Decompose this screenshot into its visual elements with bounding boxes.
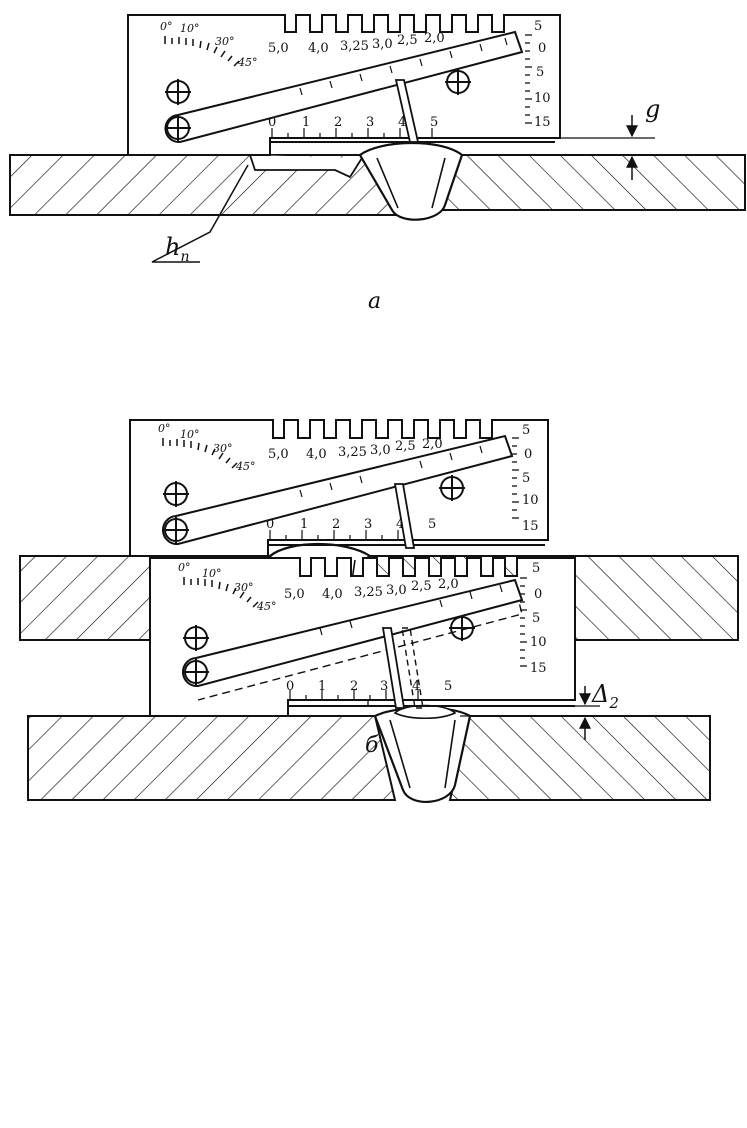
gap-scale-label: 3,25 <box>338 445 367 460</box>
gap-scale-label: 2,5 <box>397 33 418 48</box>
plate-right <box>428 154 746 211</box>
ruler-label: 2 <box>350 679 358 694</box>
gauge-pointer <box>394 79 420 143</box>
gap-scale-label: 5,0 <box>268 447 289 462</box>
angle-label: 45° <box>256 600 277 613</box>
height-scale-label: 5 <box>536 65 544 80</box>
angle-label: 0° <box>178 561 191 574</box>
height-scale-label: 5 <box>522 471 530 486</box>
screw-icon <box>183 625 209 651</box>
gap-scale-label: 4,0 <box>322 587 343 602</box>
panel-a: 0 1 2 3 4 5 0° 10° 30° 45° 5,0 4,0 3,25 … <box>9 14 746 314</box>
screw-icon <box>445 69 471 95</box>
dim-h-label: hп <box>165 233 190 265</box>
ruler-label: 2 <box>332 517 340 532</box>
gap-scale-label: 4,0 <box>308 41 329 56</box>
dim-g-label: g <box>645 95 660 123</box>
angle-label: 0° <box>160 20 173 33</box>
dim-delta-label: Δ2 <box>591 680 619 712</box>
ruler-label: 4 <box>412 679 420 694</box>
angle-label: 30° <box>213 442 233 455</box>
ruler-label: 4 <box>396 517 404 532</box>
gap-scale-label: 3,25 <box>354 585 383 600</box>
gap-scale-label: 2,5 <box>395 439 416 454</box>
height-scale-label: 10 <box>522 493 539 508</box>
gap-scale-label: 2,5 <box>411 579 432 594</box>
height-scale-label: 15 <box>534 115 551 130</box>
ruler-label: 2 <box>334 115 342 130</box>
height-scale-label: 0 <box>538 41 546 56</box>
angle-label: 10° <box>180 22 200 35</box>
gauge-arm <box>164 30 524 144</box>
height-scale-label: 0 <box>534 587 542 602</box>
panel-c: 0 1 2 3 4 5 0° 10° 30° 45° 5,0 4,0 3,25 … <box>27 557 711 804</box>
gap-scale-label: 2,0 <box>424 31 445 46</box>
ruler-label: 5 <box>428 517 436 532</box>
screw-icon <box>439 475 465 501</box>
ruler-label: 0 <box>266 517 274 532</box>
screw-icon <box>449 615 475 641</box>
angle-label: 45° <box>235 460 256 473</box>
gap-scale-label: 2,0 <box>438 577 459 592</box>
ruler-label: 0 <box>286 679 294 694</box>
undercut <box>249 154 363 179</box>
height-scale-label: 10 <box>530 635 547 650</box>
angle-label: 10° <box>180 428 200 441</box>
gap-scale-label: 3,0 <box>370 443 391 458</box>
gap-scale-label: 4,0 <box>306 447 327 462</box>
height-scale-label: 15 <box>522 519 539 534</box>
ruler-label: 0 <box>268 115 276 130</box>
ruler-label: 4 <box>398 115 406 130</box>
screw-icon <box>165 115 191 141</box>
height-scale-label: 5 <box>522 423 530 438</box>
height-scale-label: 15 <box>530 661 547 676</box>
angle-label: 10° <box>202 567 222 580</box>
gauge-pointer <box>393 483 416 549</box>
screw-icon <box>165 79 191 105</box>
ruler-label: 5 <box>444 679 452 694</box>
angle-label: 45° <box>237 56 258 69</box>
height-scale-label: 5 <box>532 611 540 626</box>
gap-scale-label: 3,0 <box>386 583 407 598</box>
angle-label: 0° <box>158 422 171 435</box>
plate-right <box>448 715 711 801</box>
gap-scale-label: 3,0 <box>372 37 393 52</box>
angle-label: 30° <box>215 35 235 48</box>
caption-a: а <box>368 289 381 314</box>
gap-scale-label: 5,0 <box>268 41 289 56</box>
ruler-label: 1 <box>302 115 310 130</box>
height-scale-label: 0 <box>524 447 532 462</box>
gap-scale-label: 5,0 <box>284 587 305 602</box>
height-scale-label: 5 <box>532 561 540 576</box>
gap-scale-label: 2,0 <box>422 437 443 452</box>
screw-icon <box>183 659 209 685</box>
ruler-label: 3 <box>366 115 374 130</box>
gauge-pointer <box>381 627 406 709</box>
ruler-label: 1 <box>300 517 308 532</box>
height-scale-label: 5 <box>534 19 542 34</box>
ruler-label: 1 <box>318 679 326 694</box>
height-scale-label: 10 <box>534 91 551 106</box>
weld-seam <box>358 141 464 221</box>
gauge-arm <box>181 578 524 688</box>
angle-label: 30° <box>234 581 254 594</box>
ruler-label: 3 <box>380 679 388 694</box>
gauge-arm <box>161 434 514 546</box>
ruler-label: 3 <box>364 517 372 532</box>
ruler-label: 5 <box>430 115 438 130</box>
plate-left <box>27 715 397 801</box>
gap-scale-label: 3,25 <box>340 39 369 54</box>
screw-icon <box>163 517 189 543</box>
screw-icon <box>163 481 189 507</box>
